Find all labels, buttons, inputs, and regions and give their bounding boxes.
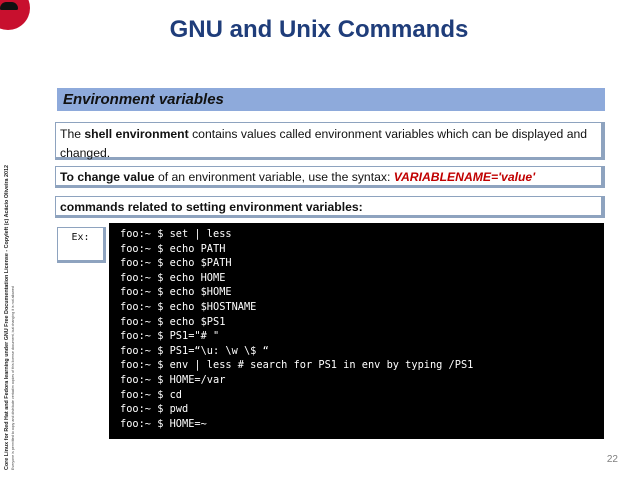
terminal-line: foo:~ $ echo HOME	[120, 271, 226, 284]
terminal-line: foo:~ $ PS1="# "	[120, 330, 220, 343]
terminal-line: foo:~ $ cd	[120, 388, 182, 401]
commands-heading-box: commands related to setting environment …	[55, 196, 605, 218]
license-text: Core Linux for Red Hat and Fedora learni…	[4, 164, 10, 470]
license-sidebar: Core Linux for Red Hat and Fedora learni…	[0, 0, 30, 479]
fedora-hat-icon	[0, 2, 18, 10]
box1-prefix: The	[60, 127, 85, 141]
redhat-logo	[0, 0, 30, 30]
change-value-box: To change value of an environment variab…	[55, 166, 605, 188]
terminal-line: foo:~ $ echo $HOSTNAME	[120, 301, 257, 313]
box2-middle: of an environment variable, use the synt…	[154, 170, 394, 184]
terminal-line: foo:~ $ pwd	[120, 403, 189, 416]
example-label-box: Ex:	[57, 227, 106, 263]
box1-bold: shell environment	[84, 127, 189, 141]
terminal-line: foo:~ $ set | less	[120, 228, 232, 240]
terminal-line: foo:~ $ env | less # search for PS1 in e…	[120, 359, 474, 372]
terminal-line: foo:~ $ PS1=“\u: \w \$ “	[120, 344, 269, 357]
section-heading: Environment variables	[57, 88, 605, 111]
box2-bold: To change value	[60, 170, 155, 184]
shell-environment-box: The shell environment contains values ca…	[55, 122, 605, 160]
terminal-line: foo:~ $ echo PATH	[120, 242, 226, 255]
box1-suffix: contains values called environment varia…	[60, 127, 588, 160]
license-subtext: Everyone is permitted to copy and distri…	[11, 286, 15, 470]
terminal-line: foo:~ $ echo $HOME	[120, 286, 232, 299]
page-number: 22	[606, 454, 618, 465]
syntax-example: VARIABLENAME='value'	[393, 170, 536, 184]
terminal-line: foo:~ $ echo $PATH	[120, 257, 232, 270]
terminal-line: foo:~ $ HOME=/var	[120, 374, 226, 386]
terminal-line: foo:~ $ HOME=~	[120, 417, 207, 430]
slide-title: GNU and Unix Commands	[169, 16, 469, 43]
box3-text: commands related to setting environment …	[60, 200, 363, 214]
terminal-line: foo:~ $ echo $PS1	[120, 315, 226, 328]
example-label: Ex:	[71, 232, 90, 243]
terminal-panel: foo:~ $ set | less foo:~ $ echo PATH foo:~…	[109, 223, 604, 439]
